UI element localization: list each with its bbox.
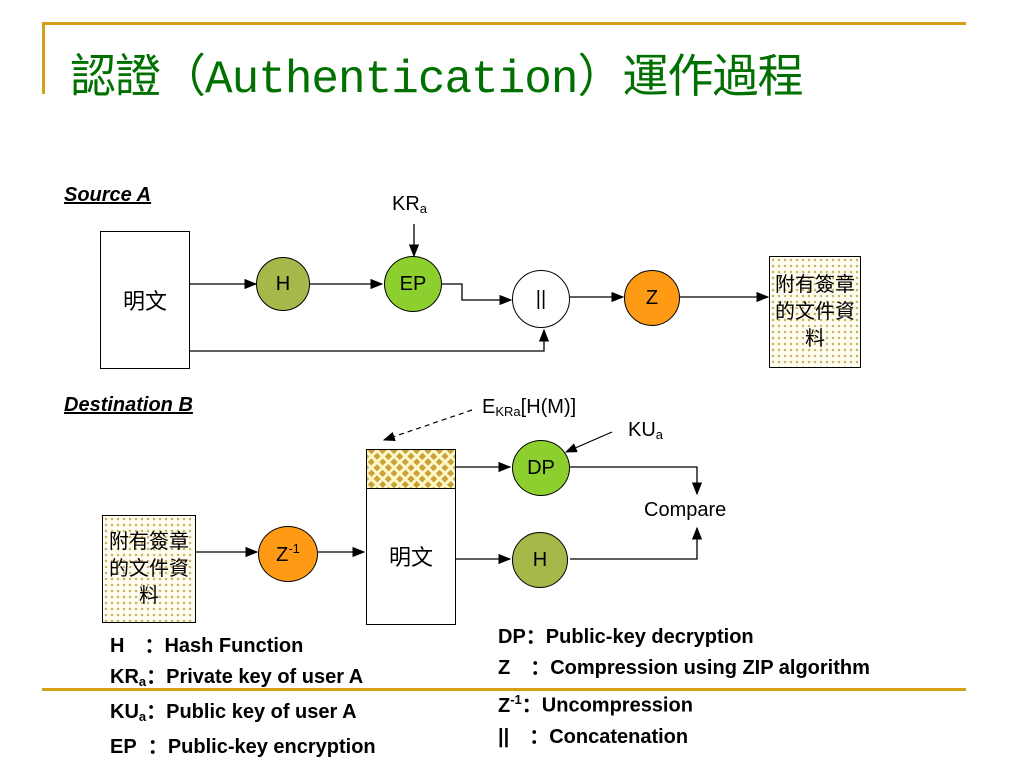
legend-desc: Private key of user A [166, 666, 364, 688]
destination-plaintext-text: 明文 [388, 545, 433, 570]
legend-item-kra: KRa：Private key of user A [110, 662, 376, 697]
legend-key: DP [498, 626, 526, 648]
legend-item-kua: KUa：Public key of user A [110, 697, 376, 732]
destination-key-sub: a [655, 427, 664, 442]
legend-key: KU [110, 701, 139, 723]
legend-desc: Compression using ZIP algorithm [550, 657, 870, 679]
slide-title: 認證（Authentication）運作過程 [70, 54, 803, 106]
source-zip-text: Z [645, 286, 659, 309]
legend-sep: ： [146, 666, 167, 688]
legend-item-dp: DP：Public-key decryption [498, 622, 870, 653]
source-ep-node: EP [384, 256, 442, 312]
destination-key-label: KUa [628, 419, 663, 442]
legend-sep: ： [509, 725, 550, 748]
legend-sep: ： [124, 635, 165, 657]
destination-hash-node: H [512, 532, 568, 588]
source-concat-text: || [535, 287, 547, 310]
source-key-label: KRa [392, 193, 427, 216]
source-concat-node: || [512, 270, 570, 328]
legend-right: DP：Public-key decryption Z ：Compression … [498, 622, 870, 753]
source-plaintext-box: 明文 [100, 231, 190, 369]
arrow-signature-pointer [382, 409, 473, 442]
legend-item-z: Z ：Compression using ZIP algorithm [498, 653, 870, 684]
arrow-plaintext-to-concat [190, 328, 550, 352]
arrow-h2-to-compare [570, 526, 703, 560]
legend-sub: a [138, 709, 147, 724]
destination-signed-document: 附有簽章的文件資料 [102, 515, 196, 623]
legend-key: EP [110, 736, 137, 758]
source-ep-text: EP [399, 272, 427, 295]
legend-desc: Concatenation [549, 725, 689, 748]
source-hash-text: H [275, 272, 291, 295]
legend-sep: ： [510, 657, 551, 679]
legend-desc: Public-key decryption [545, 626, 754, 648]
legend-sub: a [138, 674, 147, 689]
legend-sep: ： [525, 626, 546, 648]
signature-e: E [482, 396, 496, 418]
legend-key: KR [110, 666, 139, 688]
legend-left: H ：Hash Function KRa：Private key of user… [110, 631, 376, 763]
legend-desc: Uncompression [541, 694, 693, 717]
signature-sub: KRa [495, 404, 521, 419]
legend-desc: Public key of user A [166, 701, 357, 723]
legend-key: H [110, 635, 125, 657]
legend-desc: Public-key encryption [167, 736, 376, 758]
destination-dp-text: DP [527, 456, 555, 479]
arrow-dp-to-compare [570, 466, 703, 496]
legend-key: Z [498, 657, 511, 679]
legend-key: || [498, 725, 510, 748]
legend-item-concat: || ：Concatenation [498, 722, 870, 753]
legend-key: Z [498, 694, 511, 717]
frame-top-rule [42, 22, 966, 25]
source-key-sub: a [419, 201, 428, 216]
legend-item-h: H ：Hash Function [110, 631, 376, 662]
destination-unzip-node: Z-1 [258, 526, 318, 582]
destination-unzip-text: Z-1 [276, 541, 300, 567]
legend-sep: ： [136, 736, 168, 758]
frame-left-accent [42, 22, 45, 94]
destination-dp-node: DP [512, 440, 570, 496]
source-signed-document: 附有簽章的文件資料 [769, 256, 861, 368]
signature-block [366, 449, 456, 489]
destination-key-text: KU [628, 419, 656, 441]
destination-unzip-sup: -1 [288, 541, 300, 556]
signature-rest: [H(M)] [520, 396, 577, 418]
frame-bottom-rule [42, 688, 966, 691]
legend-item-ep: EP ：Public-key encryption [110, 732, 376, 763]
source-key-text: KR [392, 193, 420, 215]
legend-desc: Hash Function [164, 635, 304, 657]
legend-sep: ： [146, 701, 167, 723]
destination-signed-text: 附有簽章的文件資料 [109, 530, 189, 607]
source-a-label: Source A [64, 184, 152, 206]
destination-b-label: Destination B [64, 394, 193, 416]
signature-label: EKRa[H(M)] [482, 396, 576, 419]
legend-item-zinv: Z-1：Uncompression [498, 684, 870, 722]
compare-label: Compare [644, 499, 727, 521]
legend-sup: -1 [510, 692, 522, 707]
legend-sep: ： [521, 694, 542, 717]
source-plaintext-text: 明文 [122, 289, 167, 314]
destination-unzip-z: Z [276, 544, 289, 566]
source-signed-text: 附有簽章的文件資料 [775, 273, 855, 350]
source-hash-node: H [256, 257, 310, 311]
source-zip-node: Z [624, 270, 680, 326]
arrow-ep-to-concat [442, 283, 513, 306]
arrow-kua-to-dp [564, 431, 613, 453]
destination-hash-text: H [532, 548, 548, 571]
